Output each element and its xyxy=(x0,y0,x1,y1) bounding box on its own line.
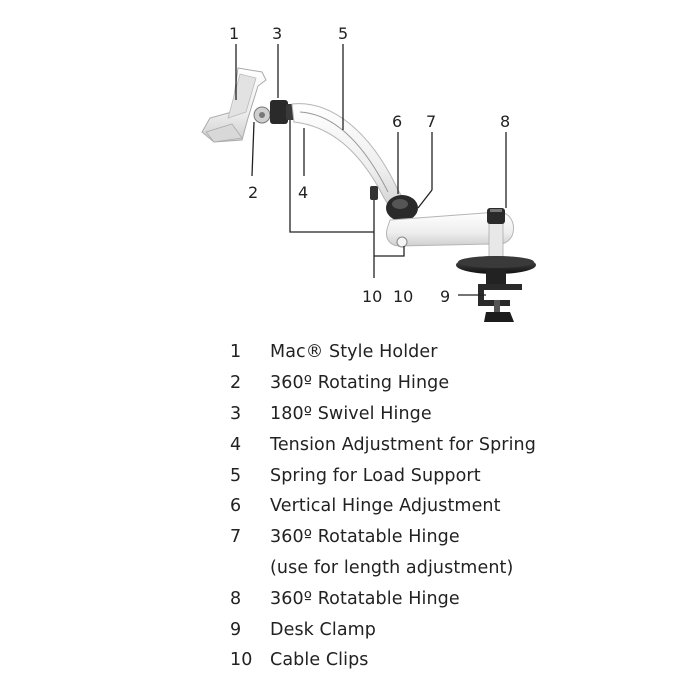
legend-number: 9 xyxy=(230,619,242,640)
hinge-assembly xyxy=(253,100,296,124)
legend-number: 2 xyxy=(230,373,242,394)
legend-number: 1 xyxy=(230,342,242,363)
legend-label: Tension Adjustment for Spring xyxy=(270,434,536,455)
legend-label: Spring for Load Support xyxy=(270,465,481,486)
post-and-cap xyxy=(487,208,505,261)
legend-number: 8 xyxy=(230,588,242,609)
callout-numbers: 1 3 5 2 4 6 7 8 10 10 9 xyxy=(229,24,510,306)
legend-number: 4 xyxy=(230,434,242,455)
callout-1: 1 xyxy=(229,24,239,43)
legend-item: 10 Cable Clips xyxy=(230,645,670,676)
legend-label: Mac® Style Holder xyxy=(270,342,438,363)
legend-label: Cable Clips xyxy=(270,650,369,671)
spring-arm xyxy=(291,103,409,215)
legend-item: 5 Spring for Load Support xyxy=(230,460,670,491)
legend-item: 8 360º Rotatable Hinge xyxy=(230,583,670,614)
parts-legend: 1 Mac® Style Holder 2 360º Rotating Hing… xyxy=(230,337,670,676)
legend-label: Desk Clamp xyxy=(270,619,377,640)
legend-number: 3 xyxy=(230,403,242,424)
lower-arm xyxy=(386,211,514,248)
legend-item: 3 180º Swivel Hinge xyxy=(230,399,670,430)
callout-3: 3 xyxy=(272,24,282,43)
callout-9: 9 xyxy=(440,287,450,306)
legend-item-continuation: (use for length adjustment) xyxy=(230,553,670,584)
legend-number: 7 xyxy=(230,527,242,548)
elbow-joint xyxy=(370,186,418,221)
mac-style-holder xyxy=(201,67,267,143)
callout-6: 6 xyxy=(392,112,402,131)
legend-label: Vertical Hinge Adjustment xyxy=(270,496,501,517)
callout-2: 2 xyxy=(248,183,258,202)
legend-number: 6 xyxy=(230,496,242,517)
legend-item: 4 Tension Adjustment for Spring xyxy=(230,429,670,460)
callout-7: 7 xyxy=(426,112,436,131)
callout-10-left: 10 xyxy=(362,287,382,306)
monitor-arm-illustration: 1 3 5 2 4 6 7 8 10 10 9 xyxy=(201,24,536,322)
legend-item: 2 360º Rotating Hinge xyxy=(230,368,670,399)
leader-lines xyxy=(235,44,507,296)
legend-item: 1 Mac® Style Holder xyxy=(230,337,670,368)
callout-4: 4 xyxy=(298,183,308,202)
legend-label: 360º Rotatable Hinge xyxy=(270,588,460,609)
legend-number: 5 xyxy=(230,465,242,486)
callout-8: 8 xyxy=(500,112,510,131)
legend-number: 10 xyxy=(230,650,253,671)
legend-label: 360º Rotating Hinge xyxy=(270,373,450,394)
desk-clamp xyxy=(456,256,536,322)
monitor-arm-diagram: 1 3 5 2 4 6 7 8 10 10 9 xyxy=(0,0,700,340)
legend-label: (use for length adjustment) xyxy=(270,557,514,578)
legend-label: 360º Rotatable Hinge xyxy=(270,527,460,548)
callout-10-right: 10 xyxy=(393,287,413,306)
legend-item: 9 Desk Clamp xyxy=(230,614,670,645)
callout-5: 5 xyxy=(338,24,348,43)
legend-item: 6 Vertical Hinge Adjustment xyxy=(230,491,670,522)
legend-label: 180º Swivel Hinge xyxy=(270,403,432,424)
legend-item: 7 360º Rotatable Hinge xyxy=(230,522,670,553)
